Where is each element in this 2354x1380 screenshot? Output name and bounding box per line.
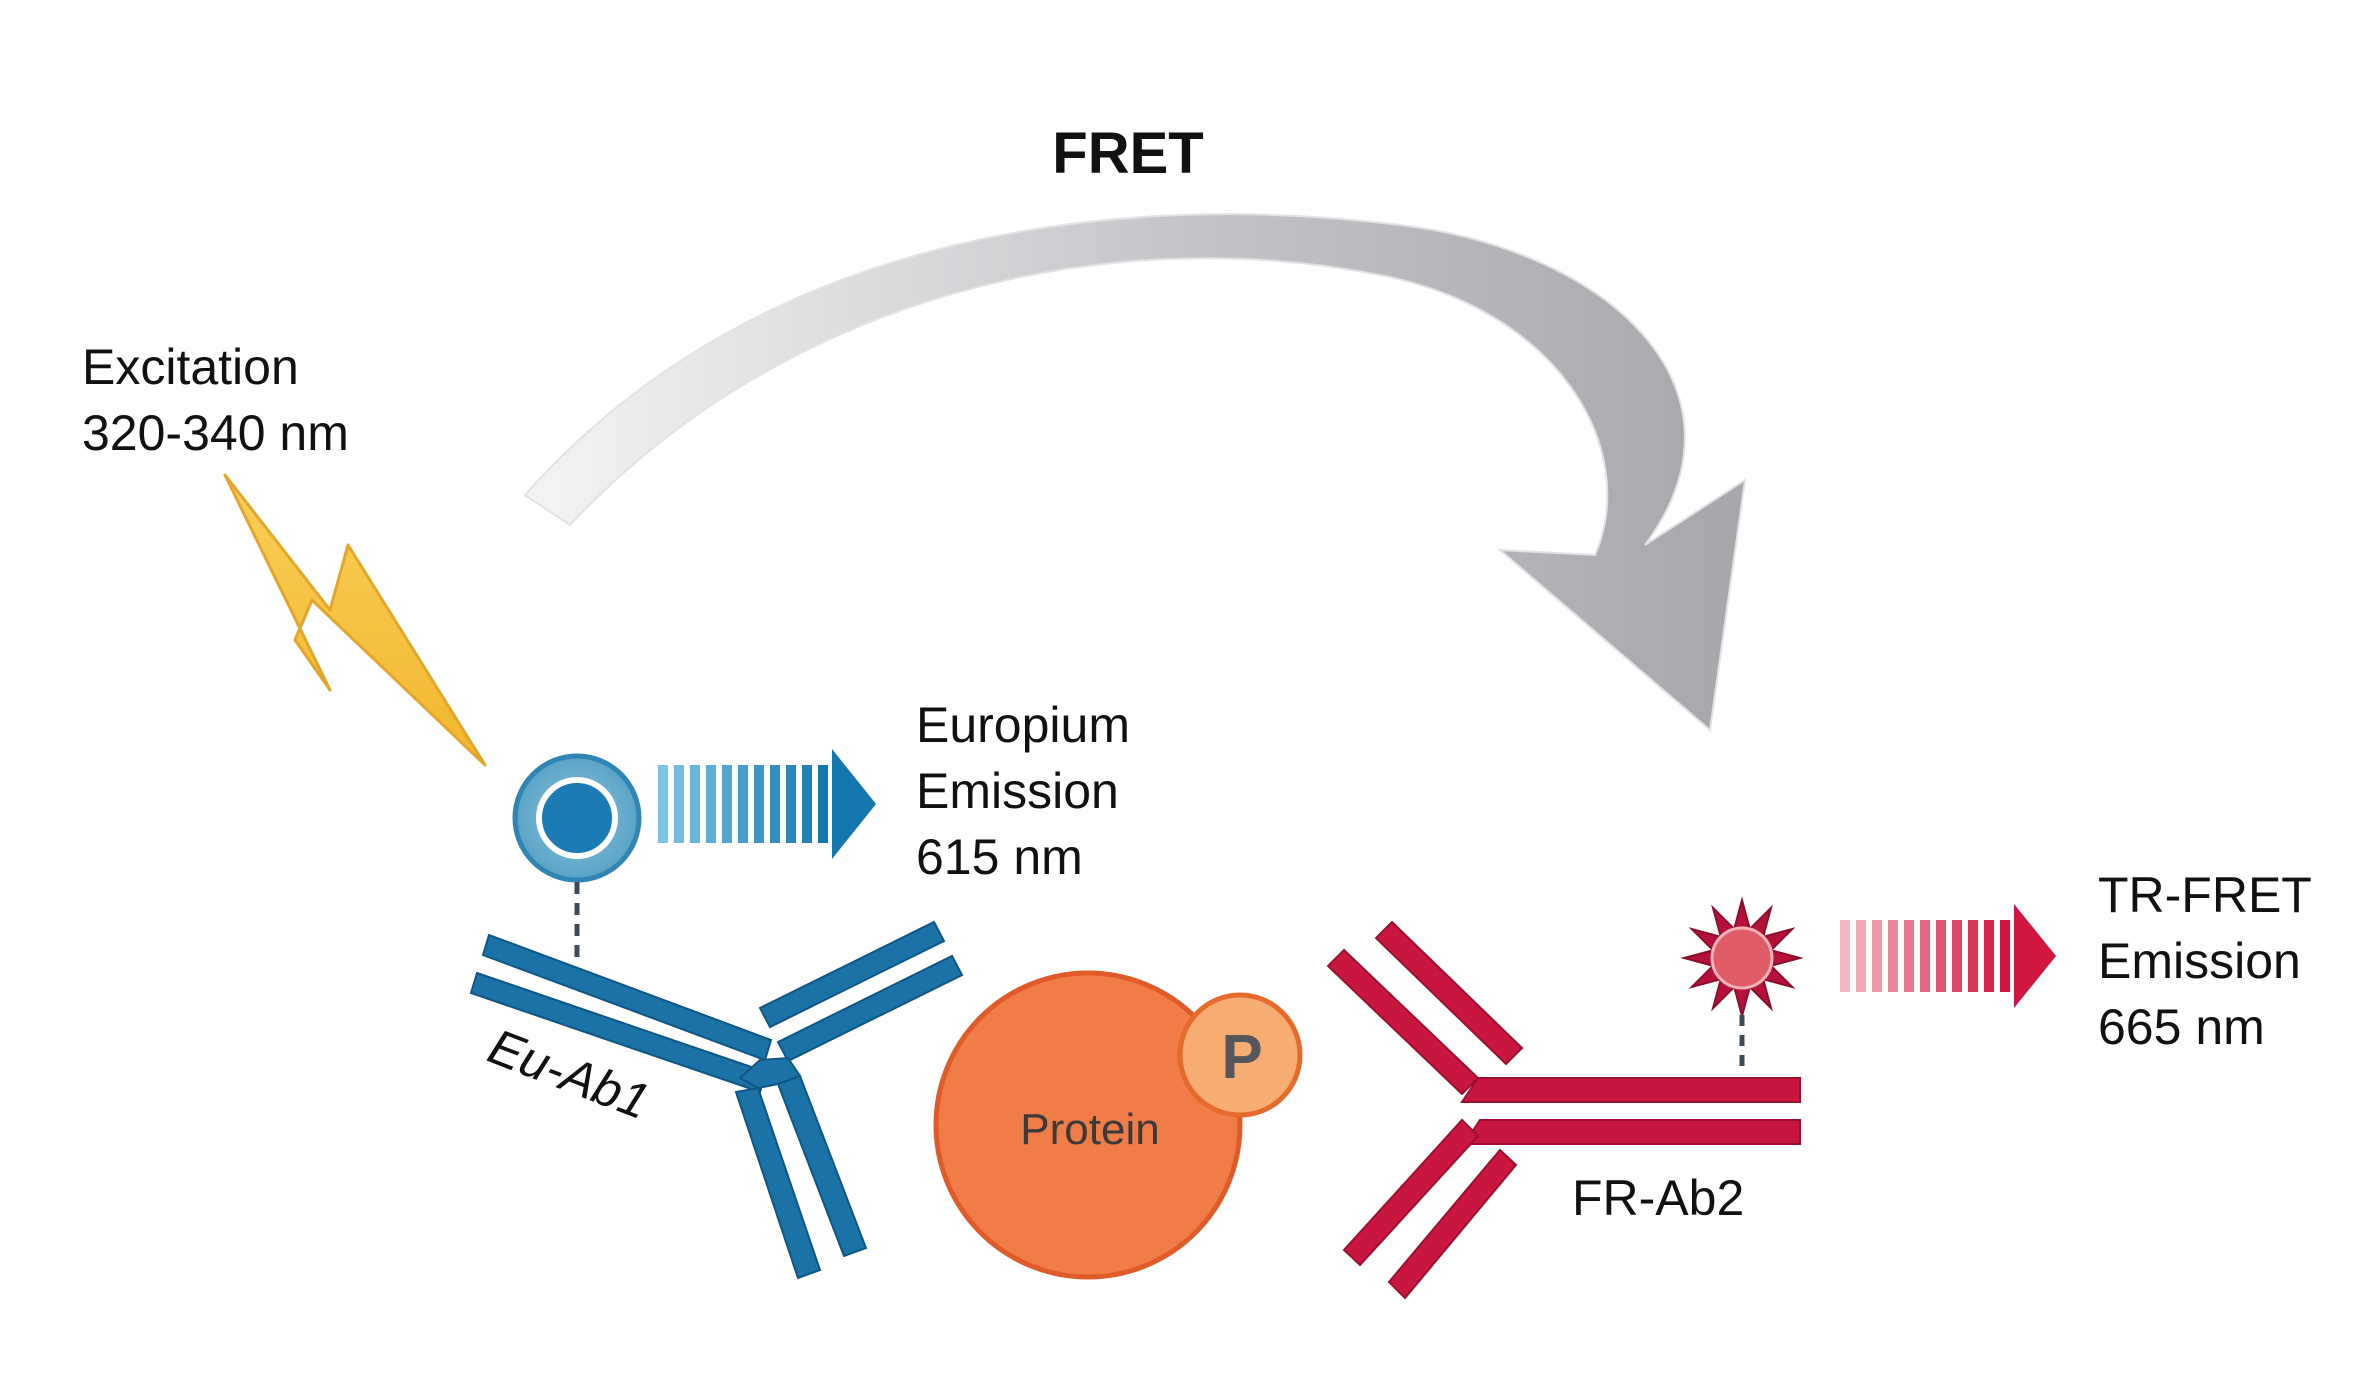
emission-stripe bbox=[690, 765, 700, 843]
emission-stripe bbox=[1904, 920, 1914, 992]
emission-stripe bbox=[674, 765, 684, 843]
emission-stripe bbox=[786, 765, 796, 843]
lightning-bolt-icon bbox=[223, 473, 487, 767]
emission-stripe bbox=[770, 765, 780, 843]
europium-label-line3: 615 nm bbox=[916, 829, 1083, 885]
emission-stripe bbox=[1840, 920, 1850, 992]
excitation-label: Excitation bbox=[82, 339, 299, 395]
eu-ab1-antibody bbox=[469, 920, 964, 1280]
protein-icon bbox=[933, 970, 1243, 1280]
phospho-group-icon bbox=[1177, 992, 1303, 1118]
emission-stripe bbox=[1888, 920, 1898, 992]
europium-emission-label: Europium Emission 615 nm bbox=[916, 697, 1130, 885]
europium-donor-icon bbox=[512, 753, 642, 960]
trfret-label-line2: Emission bbox=[2098, 933, 2301, 989]
emission-stripe bbox=[754, 765, 764, 843]
emission-stripe bbox=[738, 765, 748, 843]
acceptor-star-icon bbox=[1680, 896, 1804, 1075]
emission-stripe bbox=[2000, 920, 2010, 992]
arrowhead-icon bbox=[832, 749, 876, 859]
emission-stripe bbox=[802, 765, 812, 843]
arrowhead-icon bbox=[2014, 904, 2056, 1008]
excitation-wavelength: 320-340 nm bbox=[82, 405, 349, 461]
emission-stripe bbox=[1872, 920, 1882, 992]
europium-emission-arrow bbox=[658, 749, 876, 859]
trfret-label-line3: 665 nm bbox=[2098, 999, 2265, 1055]
europium-label-line2: Emission bbox=[916, 763, 1119, 819]
phospho-label: P bbox=[1221, 1023, 1262, 1092]
fr-ab2-label: FR-Ab2 bbox=[1572, 1170, 1744, 1226]
fret-title: FRET bbox=[1052, 121, 1203, 186]
trfret-emission-arrow bbox=[1840, 904, 2056, 1008]
emission-stripe bbox=[1920, 920, 1930, 992]
protein-label: Protein bbox=[1020, 1105, 1159, 1154]
emission-stripe bbox=[1856, 920, 1866, 992]
fr-ab2-antibody bbox=[1326, 920, 1801, 1300]
emission-stripe bbox=[1984, 920, 1994, 992]
fret-transfer-arrow: FRET bbox=[523, 121, 1747, 732]
emission-stripe bbox=[1968, 920, 1978, 992]
emission-stripe bbox=[1936, 920, 1946, 992]
trfret-label-line1: TR-FRET bbox=[2098, 867, 2312, 923]
emission-stripe bbox=[722, 765, 732, 843]
trfret-emission-label: TR-FRET Emission 665 nm bbox=[2098, 867, 2312, 1055]
protein-group: Protein P bbox=[933, 970, 1303, 1280]
emission-stripe bbox=[1952, 920, 1962, 992]
excitation-group: Excitation 320-340 nm bbox=[82, 339, 487, 767]
europium-label-line1: Europium bbox=[916, 697, 1130, 753]
emission-stripe bbox=[706, 765, 716, 843]
emission-stripe bbox=[658, 765, 668, 843]
emission-stripe bbox=[818, 765, 828, 843]
